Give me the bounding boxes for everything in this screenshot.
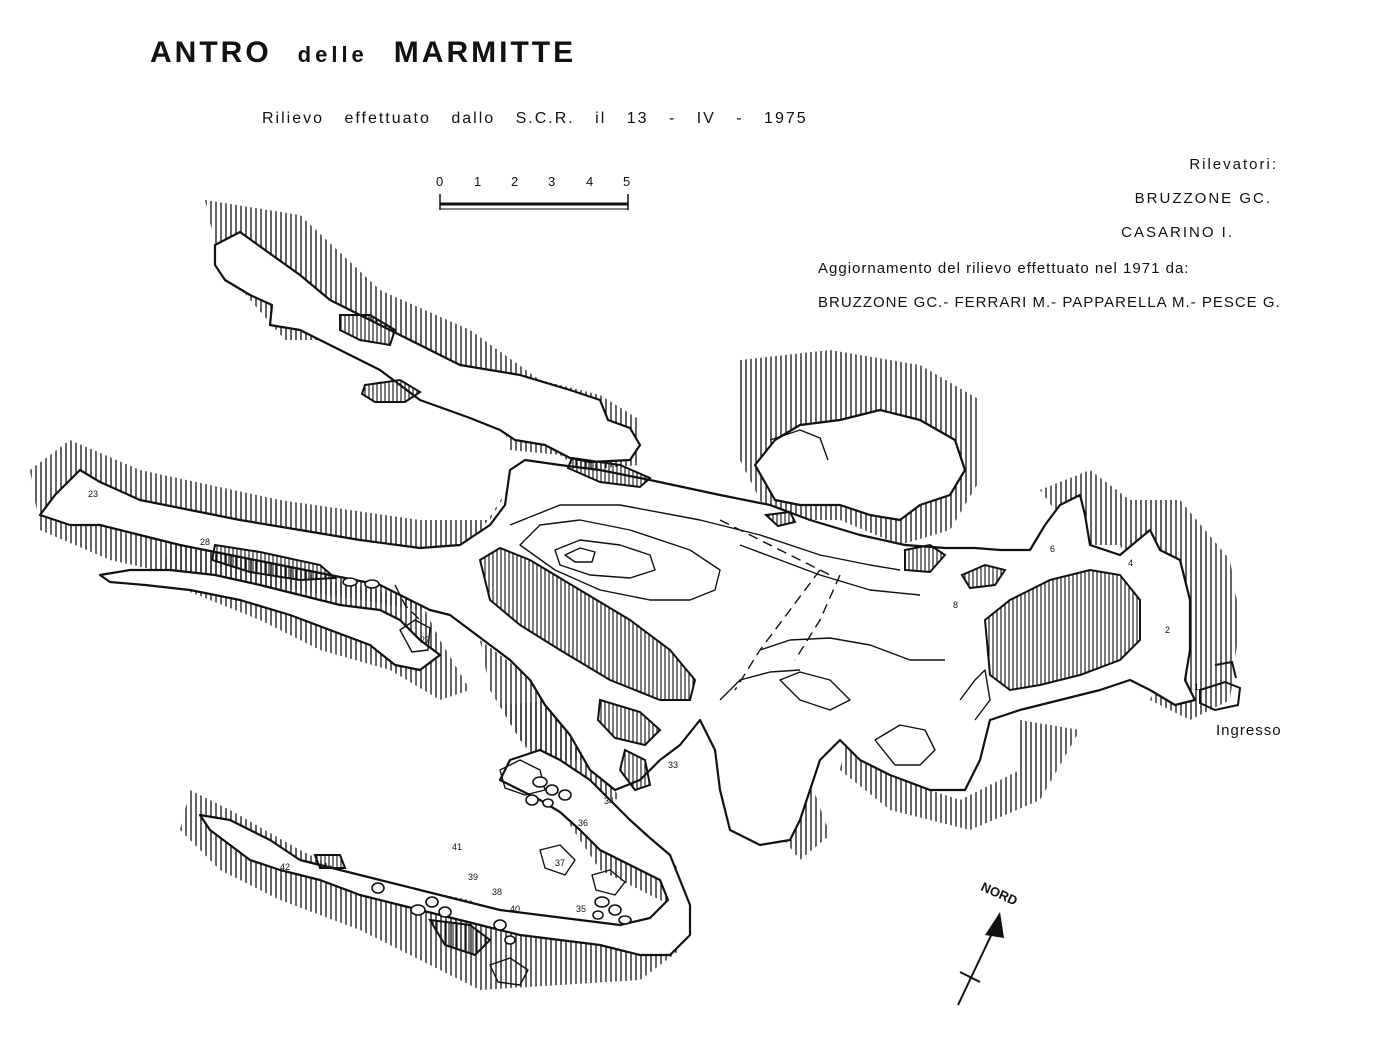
station-label: 38 [492, 887, 502, 897]
station-label: 4 [1128, 558, 1133, 568]
scale-tick-0: 0 [436, 174, 444, 189]
station-label: 27 [420, 635, 430, 645]
scale-bar-graphic [439, 194, 629, 210]
entrance-label: Ingresso [1216, 722, 1282, 739]
surveyors-heading: Rilevatori: [1189, 156, 1278, 173]
station-label: 33 [668, 760, 678, 770]
station-label: 40 [510, 904, 520, 914]
title-word-delle: delle [297, 42, 368, 67]
surveyor-name: CASARINO I. [1121, 224, 1234, 241]
survey-subtitle: Rilievo effettuato dallo S.C.R. il 13 - … [262, 110, 808, 127]
scale-tick-1: 1 [474, 174, 482, 189]
scale-tick-4: 4 [586, 174, 594, 189]
scale-tick-3: 3 [548, 174, 556, 189]
station-label: 36 [578, 818, 588, 828]
station-label: 2 [1165, 625, 1170, 635]
station-label: 39 [468, 872, 478, 882]
update-note-names: BRUZZONE GC.- FERRARI M.- PAPPARELLA M.-… [818, 294, 1281, 311]
station-label: 6 [1050, 544, 1055, 554]
station-label: 8 [953, 600, 958, 610]
scale-tick-5: 5 [623, 174, 631, 189]
surveyor-name: BRUZZONE GC. [1134, 190, 1272, 207]
rock-pillars [210, 314, 1141, 957]
scale-bar: 0 1 2 3 4 5 [434, 174, 634, 214]
station-label: 34 [604, 796, 614, 806]
entrance-structure [1199, 660, 1242, 712]
update-note: Aggiornamento del rilievo effettuato nel… [818, 252, 1281, 320]
station-label: 41 [452, 842, 462, 852]
interior-contours [399, 429, 991, 986]
station-label: 35 [576, 904, 586, 914]
scale-tick-2: 2 [511, 174, 519, 189]
station-label: 42 [280, 862, 290, 872]
station-label: 37 [555, 858, 565, 868]
station-label: 1 [1194, 682, 1199, 692]
station-label: 28 [200, 537, 210, 547]
title-word-antro: ANTRO [150, 36, 272, 69]
update-note-text: Aggiornamento del rilievo effettuato nel… [818, 260, 1190, 277]
surveyors-block: Rilevatori: BRUZZONE GC. CASARINO I. [1121, 148, 1276, 250]
survey-stations: 23 28 27 33 34 35 36 37 38 39 40 41 42 6… [88, 489, 1199, 914]
north-arrow: NORD [957, 879, 1020, 1006]
map-title: ANTRO delle MARMITTE [150, 36, 576, 70]
station-label: 23 [88, 489, 98, 499]
water-flow-lines [394, 519, 841, 691]
north-label: NORD [979, 879, 1020, 908]
title-word-marmitte: MARMITTE [393, 36, 577, 69]
boulders [342, 577, 632, 945]
